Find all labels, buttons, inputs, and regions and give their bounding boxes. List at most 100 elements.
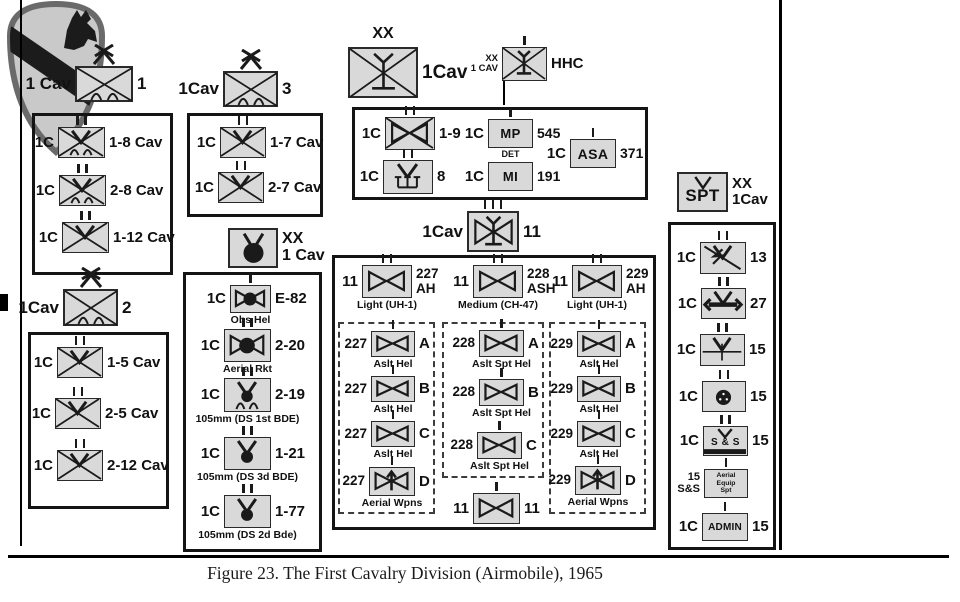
inf-symbol-icon	[57, 347, 102, 377]
unit-right-label-bde2-hq: 2	[122, 297, 132, 317]
unit-symbol-spt-cmd-hq: SPT	[677, 172, 728, 212]
unit-left-label-det-191-mi: 1C	[464, 167, 484, 185]
arty_b-symbol-icon	[235, 381, 259, 410]
unit-left-label-bn-15-ss: 1C	[679, 432, 699, 450]
unit-left-label-co-229-d: 229	[548, 472, 571, 488]
unit-right-label-bn-2-5-cav: 2-5 Cav	[105, 404, 159, 422]
unit-symbol-bde2-hq	[63, 289, 118, 326]
unit-right-label-co-545-mp: 545	[537, 125, 561, 142]
arty_hq-symbol-icon	[242, 232, 265, 263]
unit-left-label-bn-227-ah: 11	[342, 272, 358, 290]
unit-symbol-co-227-a	[371, 331, 415, 357]
bde-symbol-icon	[224, 72, 278, 107]
unit-symbol-bn-13-sig	[700, 242, 746, 274]
unit-symbol-co-371-asa: ASA	[570, 139, 616, 168]
bde-symbol-icon	[76, 67, 133, 102]
size-tick-bn-2-19	[250, 367, 253, 376]
label-line: S&S	[677, 482, 700, 495]
unit-right-label-bn-2-19: 2-19	[275, 386, 306, 404]
size-tick-sqdn-1-9-cav	[404, 106, 408, 115]
unit-left-label-co-11-gs: 11	[453, 499, 469, 517]
size-tick-bn-8-eng	[402, 149, 406, 158]
unit-symbol-co-15-admin: ADMIN	[702, 513, 748, 541]
divarty-box	[183, 272, 322, 552]
unit-symbol-bn-1-8-cav	[58, 127, 105, 158]
bde3-box	[187, 113, 323, 217]
size-tick-bn-13-sig	[725, 231, 729, 240]
spt-box	[668, 222, 776, 550]
inf_b-symbol-icon	[58, 127, 104, 157]
size-tick-bn-2-8-cav	[77, 164, 80, 173]
size-tick-co-229-c	[597, 410, 601, 419]
size-tick-bn-1-8-cav	[76, 116, 79, 125]
size-tick-co-15-admin	[723, 502, 727, 511]
size-tick-co-545-mp	[509, 108, 512, 117]
unit-left-label-co-371-asa: 1C	[546, 144, 566, 162]
size-tick-avn-gp-11-hq	[499, 200, 503, 209]
arty_ael-symbol-icon	[234, 289, 266, 308]
inf-symbol-icon	[62, 222, 108, 252]
227-companies-box	[338, 322, 435, 514]
unit-left-label-bn-2-7-cav: 1C	[194, 178, 214, 196]
unit-right-label-co-227-c: C	[419, 425, 430, 443]
unit-right-label-co-371-asa: 371	[620, 145, 644, 162]
unit-right-label-bn-1-5-cav: 1-5 Cav	[107, 353, 161, 371]
unit-right-label-co-229-c: C	[625, 425, 636, 443]
unit-sub-label-bn-227-ah: Light (UH-1)	[356, 299, 418, 311]
unit-left-label-bn-1-7-cav: 1C	[196, 133, 216, 151]
label-line: XX	[732, 175, 753, 193]
unit-left-label-co-229-a: 229	[550, 335, 573, 351]
unit-left-label-bn-1-12-cav: 1C	[38, 228, 58, 246]
unit-symbol-co-228-c	[477, 432, 522, 459]
unit-right-label-co-11-gs: 11	[524, 499, 540, 517]
size-tick-bn-15-med	[725, 323, 728, 332]
size-tick-co-227-d	[390, 456, 394, 465]
unit-sub-label-co-228-c: Aslt Spt Hel	[470, 460, 529, 472]
unit-symbol-bn-2-19	[224, 378, 271, 412]
unit-symbol-bn-27-maint	[701, 288, 746, 319]
unit-symbol-bn-227-ah	[362, 265, 412, 298]
unit-symbol-bn-2-20	[224, 329, 271, 362]
size-tick-bn-2-8-cav	[85, 164, 88, 173]
unit-sub-label-co-229-a: Aslt Hel	[579, 358, 619, 370]
unit-sub-label-bn-229-ah: Light (UH-1)	[566, 299, 628, 311]
unit-sub-label-co-228-b: Aslt Spt Hel	[472, 407, 531, 419]
unit-right-label-avn-gp-11-hq: 11	[523, 221, 541, 241]
unit-right-label-co-228-c: C	[526, 436, 537, 454]
size-tick-bn-1-12-cav	[80, 211, 83, 220]
flag-staff-hhc	[503, 81, 505, 105]
size-tick-hhc	[523, 36, 526, 45]
size-tick-bn-27-maint	[718, 277, 721, 286]
bde-symbol-icon	[64, 290, 118, 326]
unit-left-label-avn-gp-11-hq: 1Cav	[422, 221, 463, 241]
size-tick-bn-1-21	[242, 426, 245, 435]
size-tick-co-229-a	[597, 320, 601, 329]
size-tick-avn-gp-11-hq	[483, 200, 487, 209]
size-tick-co-371-asa	[591, 128, 595, 137]
unit-right-label-bn-2-20: 2-20	[275, 336, 306, 354]
unit-left-label-bn-1-8-cav: 1C	[34, 133, 54, 151]
brigade-size-mark-bde2-hq	[78, 266, 104, 288]
size-tick-bn-2-12-cav	[82, 439, 86, 448]
size-tick-bn-1-77	[250, 484, 253, 493]
unit-left-label-co-228-b: 228	[452, 384, 475, 400]
size-tick-bn-2-5-cav	[72, 387, 76, 396]
ss-symbol-icon	[704, 428, 746, 454]
unit-right-label-bn-1-7-cav: 1-7 Cav	[270, 133, 324, 151]
unit-left-label-bn-2-12-cav: 1C	[33, 456, 53, 474]
unit-symbol-bn-15-ss: S & S	[703, 426, 748, 456]
unit-sub-label-co-229-d: Aerial Wpns	[567, 496, 629, 508]
unit-symbol-text: ADMIN	[708, 521, 742, 533]
unit-right-label-sqdn-1-9-cav: 1-9	[439, 124, 461, 142]
figure-caption: Figure 23. The First Cavalry Division (A…	[207, 563, 603, 583]
unit-right-label-co-227-b: B	[419, 380, 430, 398]
unit-right-label-bn-1-12-cav: 1-12 Cav	[113, 228, 175, 246]
unit-symbol-text: ASA	[577, 145, 609, 162]
cav-symbol-icon	[385, 117, 434, 149]
size-tick-co-227-c	[391, 410, 395, 419]
unit-sub-label-co-227-b: Aslt Hel	[373, 403, 413, 415]
arty-symbol-icon	[236, 440, 258, 463]
brigade-size-mark-bde1-hq	[91, 43, 117, 65]
size-tick-bn-227-ah	[389, 254, 393, 263]
unit-right-label-co-15-admin: 15	[752, 518, 769, 536]
